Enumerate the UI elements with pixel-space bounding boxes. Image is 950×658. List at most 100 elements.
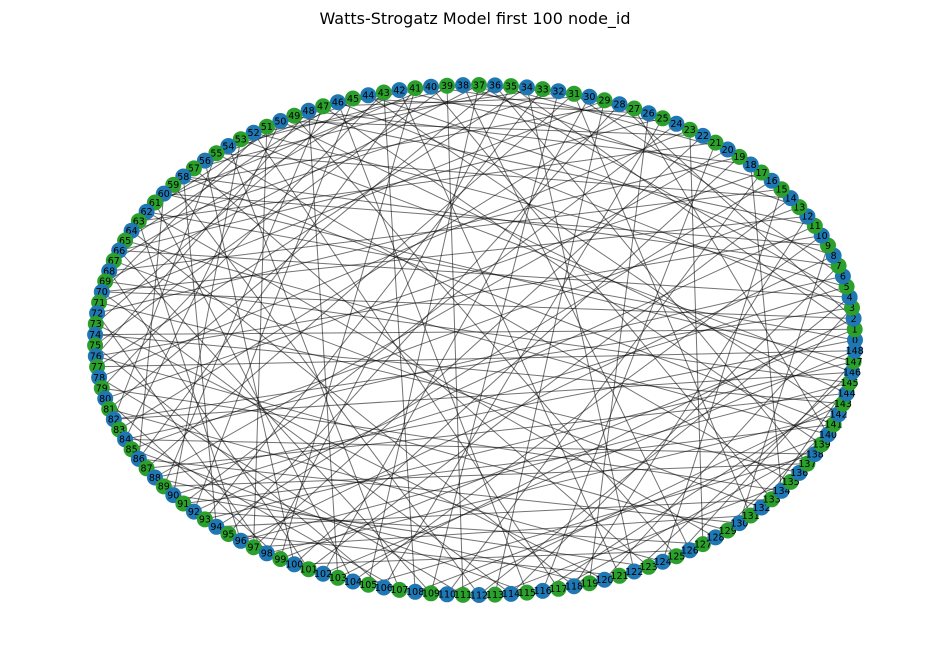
graph-edge [98,302,800,474]
graph-node-label: 103 [329,573,347,584]
graph-node-circle [581,575,598,592]
graph-node: 98 [258,545,275,562]
graph-node-label: 23 [684,125,696,136]
graph-node-label: 107 [390,585,408,596]
graph-node-label: 67 [108,256,120,267]
graph-node: 116 [534,582,552,599]
graph-edge [478,296,850,596]
graph-node-label: 84 [119,435,131,446]
graph-edge [183,176,834,425]
graph-node-label: 45 [347,94,359,105]
graph-node-circle [550,83,567,100]
graph-node-label: 123 [640,562,658,573]
graph-edge [104,398,281,560]
graph-node-circle [487,77,503,94]
graph-node-circle [272,113,289,129]
graph-edge [95,334,843,405]
graph-edge [738,245,829,524]
graph-node-label: 85 [126,445,138,456]
graph-node: 99 [272,551,289,567]
graph-node-circle [315,565,332,582]
graph-edge [101,126,268,293]
graph-node-label: 104 [344,577,362,588]
graph-node: 25 [654,110,671,127]
graph-node-label: 126 [681,546,699,557]
graph-node-label: 49 [288,111,300,122]
graph-edge [95,235,822,357]
graph-node-label: 50 [274,116,286,127]
graph-edge [322,96,590,574]
graph-edge [368,94,839,415]
graph-node-circle [719,522,736,539]
graph-edge [101,215,808,293]
graph-node-label: 147 [845,357,863,368]
graph-node-label: 118 [565,582,583,593]
graph-edge [558,443,822,590]
graph-node-circle [503,78,519,95]
graph-edge [216,180,772,528]
graph-node-label: 95 [222,529,234,540]
graph-node-circle [300,561,317,578]
graph-node-label: 145 [841,378,859,389]
graph-node-circle [550,580,567,597]
graph-node-label: 22 [697,131,709,142]
graph-node-label: 58 [177,172,189,183]
graph-node-label: 131 [742,511,760,522]
graph-node-label: 13 [793,202,805,213]
graph-node-label: 75 [89,341,101,352]
graph-node-label: 117 [549,584,567,595]
graph-node-label: 106 [375,583,393,594]
graph-node: 94 [208,518,225,535]
graph-node: 39 [439,77,455,94]
graph-node-label: 24 [670,119,682,130]
graph-edge [253,515,751,548]
graph-edge [95,323,605,581]
graph-node: 130 [730,515,748,532]
graph-node: 36 [487,77,503,94]
graph-node: 95 [220,526,237,542]
graph-node-label: 25 [657,114,669,125]
graph-edge [337,102,528,593]
graph-node: 104 [344,573,362,590]
graph-node: 40 [423,78,439,95]
graph-node-circle [329,94,346,111]
graph-edge [119,250,850,298]
graph-node-circle [581,88,598,105]
graph-node-label: 14 [785,193,797,204]
graph-edge [105,172,762,400]
graph-edge [97,350,855,368]
graph-node-circle [503,585,519,602]
graph-node: 26 [640,105,657,122]
graph-node: 115 [518,584,536,601]
graph-edge [415,434,829,593]
graph-edge [676,361,854,557]
graph-edge [510,85,855,330]
graph-node-label: 79 [96,383,108,394]
graph-edge [101,387,782,492]
graph-edge [228,533,620,577]
graph-node-label: 30 [583,92,595,103]
graph-node-label: 44 [362,91,374,102]
graph-node: 128 [706,529,725,546]
graph-node: 49 [286,107,303,124]
graph-node-label: 96 [235,536,247,547]
graph-edge [193,225,816,513]
graph-node-label: 108 [406,587,424,598]
graph-node-circle [407,583,424,600]
graph-node-label: 18 [745,160,757,171]
graph-edge [542,392,847,592]
graph-node-label: 59 [167,180,179,191]
graph-node-circle [375,579,392,596]
graph-node-label: 34 [521,83,533,94]
graph-edge [95,355,728,531]
graph-node-label: 15 [775,185,787,196]
graph-edge [588,113,650,584]
graph-edge [266,413,839,554]
graph-edge [182,176,217,527]
graph-edge [94,345,385,588]
graph-edge [124,120,281,440]
graph-node: 34 [518,79,535,96]
graph-node-circle [232,532,249,549]
graph-edge [182,123,677,504]
graph-node: 124 [654,553,672,570]
